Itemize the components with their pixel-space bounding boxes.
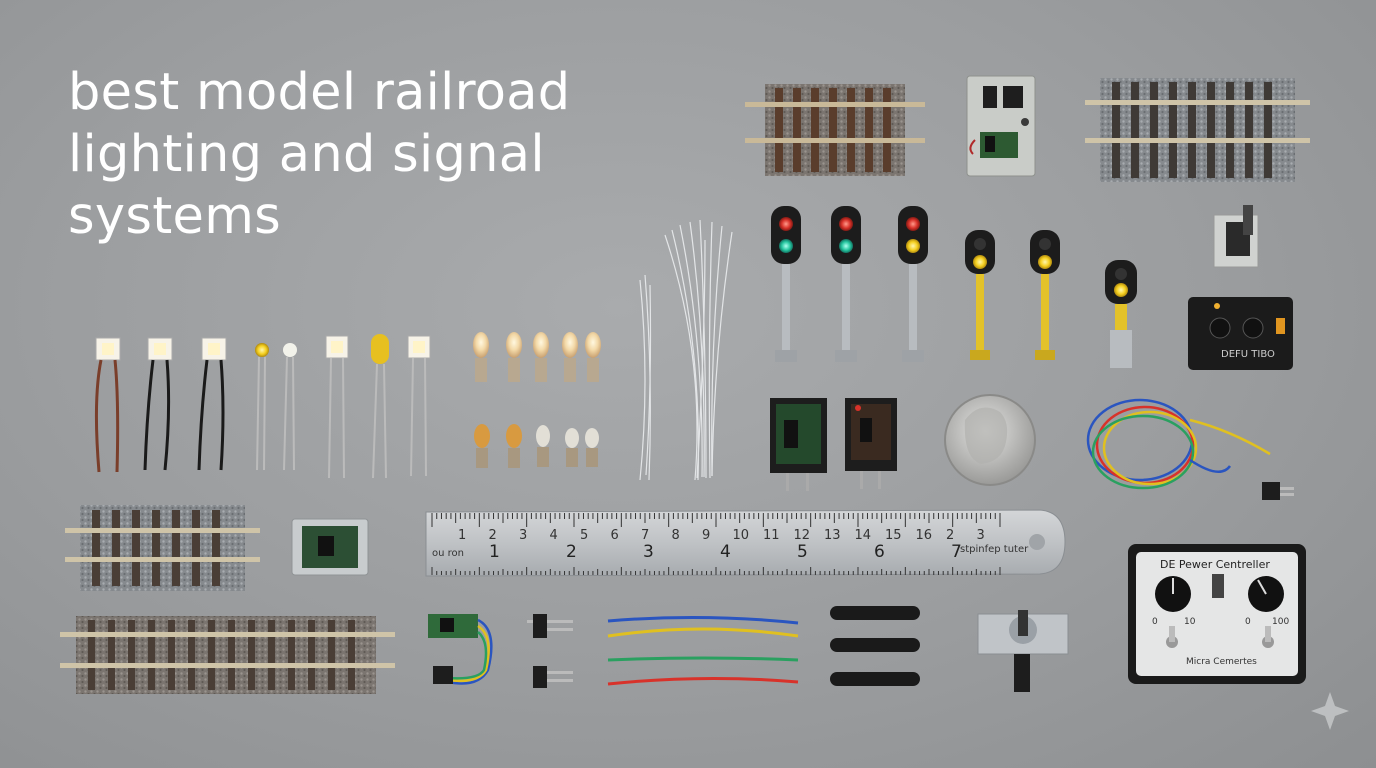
- sensor-board: [428, 614, 493, 685]
- knob-label-4: 100: [1272, 617, 1289, 627]
- small-connector: [1262, 482, 1294, 500]
- track-piece-top-right: [1085, 78, 1310, 182]
- decoder-module: [291, 518, 369, 576]
- track-piece-top-left: [745, 84, 925, 176]
- fiber-optic-strands: [639, 219, 733, 481]
- ruler-small-number: 12: [794, 528, 811, 543]
- track-piece-bottom-long: [60, 616, 395, 694]
- ruler-small-number: 10: [733, 528, 750, 543]
- ruler-small-number: 2: [489, 528, 497, 543]
- ruler-small-number: 1: [458, 528, 466, 543]
- led-7: [371, 334, 389, 479]
- knob-label-2: 10: [1184, 617, 1196, 627]
- ruler-small-number: 9: [702, 528, 710, 543]
- sparkle-watermark: [1311, 692, 1349, 730]
- led-4: [255, 343, 269, 471]
- ruler-small-number: 4: [550, 528, 558, 543]
- led-2: [143, 337, 173, 471]
- led-3: [197, 337, 227, 471]
- ruler-small-number: 5: [580, 528, 588, 543]
- track-piece-bottom-small: [65, 505, 260, 591]
- signal-mast-3: [898, 206, 928, 362]
- ruler-left-label: ou ron: [432, 548, 464, 559]
- circuit-board-1: [770, 398, 827, 491]
- bulb-group: [473, 332, 601, 468]
- ruler-right-label: stpinfep tuter: [960, 544, 1029, 555]
- ruler-big-number: 2: [566, 542, 577, 562]
- ruler-big-number: 3: [643, 542, 654, 562]
- signal-mast-6: [1105, 260, 1137, 368]
- ruler-big-number: 6: [874, 542, 885, 562]
- ruler-small-number: 6: [611, 528, 619, 543]
- led-group: [94, 334, 431, 479]
- pin-header-1: [527, 614, 573, 638]
- ruler-small-number: 2: [946, 528, 954, 543]
- ruler-small-number: 3: [519, 528, 527, 543]
- led-6: [325, 335, 349, 479]
- jumper-wires: [607, 615, 799, 686]
- ruler-small-number: 8: [672, 528, 680, 543]
- led-1: [94, 337, 121, 473]
- title-line-1: best model railroad: [68, 63, 571, 122]
- title-line-2: lighting and signal: [68, 125, 545, 184]
- photo-title: best model railroad lighting and signal …: [68, 62, 668, 248]
- ruler-small-number: 15: [885, 528, 902, 543]
- ruler-big-number: 1: [489, 542, 500, 562]
- controller-title: DE Pewer Centreller: [1160, 558, 1270, 571]
- ruler-small-number: 3: [977, 528, 985, 543]
- ruler-small-number: 11: [763, 528, 780, 543]
- signal-mast-4: [965, 230, 995, 360]
- small-box-label: DEFU TIBO: [1221, 349, 1275, 360]
- knob-label-3: 0: [1245, 617, 1251, 627]
- led-8: [407, 335, 431, 477]
- ruler-big-number: 7: [951, 542, 962, 562]
- signal-mast-1: [771, 206, 801, 362]
- toggle-switch-top: [1213, 205, 1259, 268]
- ruler-small-number: 16: [916, 528, 933, 543]
- circuit-module-top: [966, 75, 1036, 177]
- ruler-small-number: 13: [824, 528, 841, 543]
- pin-header-2: [533, 666, 573, 688]
- toggle-switch-bottom: [977, 610, 1069, 692]
- controller-bottom-label: Micra Cemertes: [1186, 657, 1257, 667]
- power-controller: DE Pewer Centreller 0 10 0 100 Micra Cem…: [1128, 544, 1306, 684]
- circuit-board-2: [845, 398, 897, 489]
- coiled-wire: [1086, 398, 1271, 490]
- title-line-3: systems: [68, 187, 282, 246]
- signal-mast-5: [1030, 230, 1060, 360]
- ruler-small-number: 7: [641, 528, 649, 543]
- led-5: [283, 343, 297, 471]
- signal-mast-2: [831, 206, 861, 362]
- ruler-big-number: 5: [797, 542, 808, 562]
- small-control-box: DEFU TIBO: [1188, 297, 1293, 370]
- coin-for-scale: [944, 394, 1036, 486]
- ruler-big-number: 4: [720, 542, 731, 562]
- heat-shrink-tubes: [830, 606, 920, 686]
- knob-label-1: 0: [1152, 617, 1158, 627]
- ruler-small-number: 14: [855, 528, 872, 543]
